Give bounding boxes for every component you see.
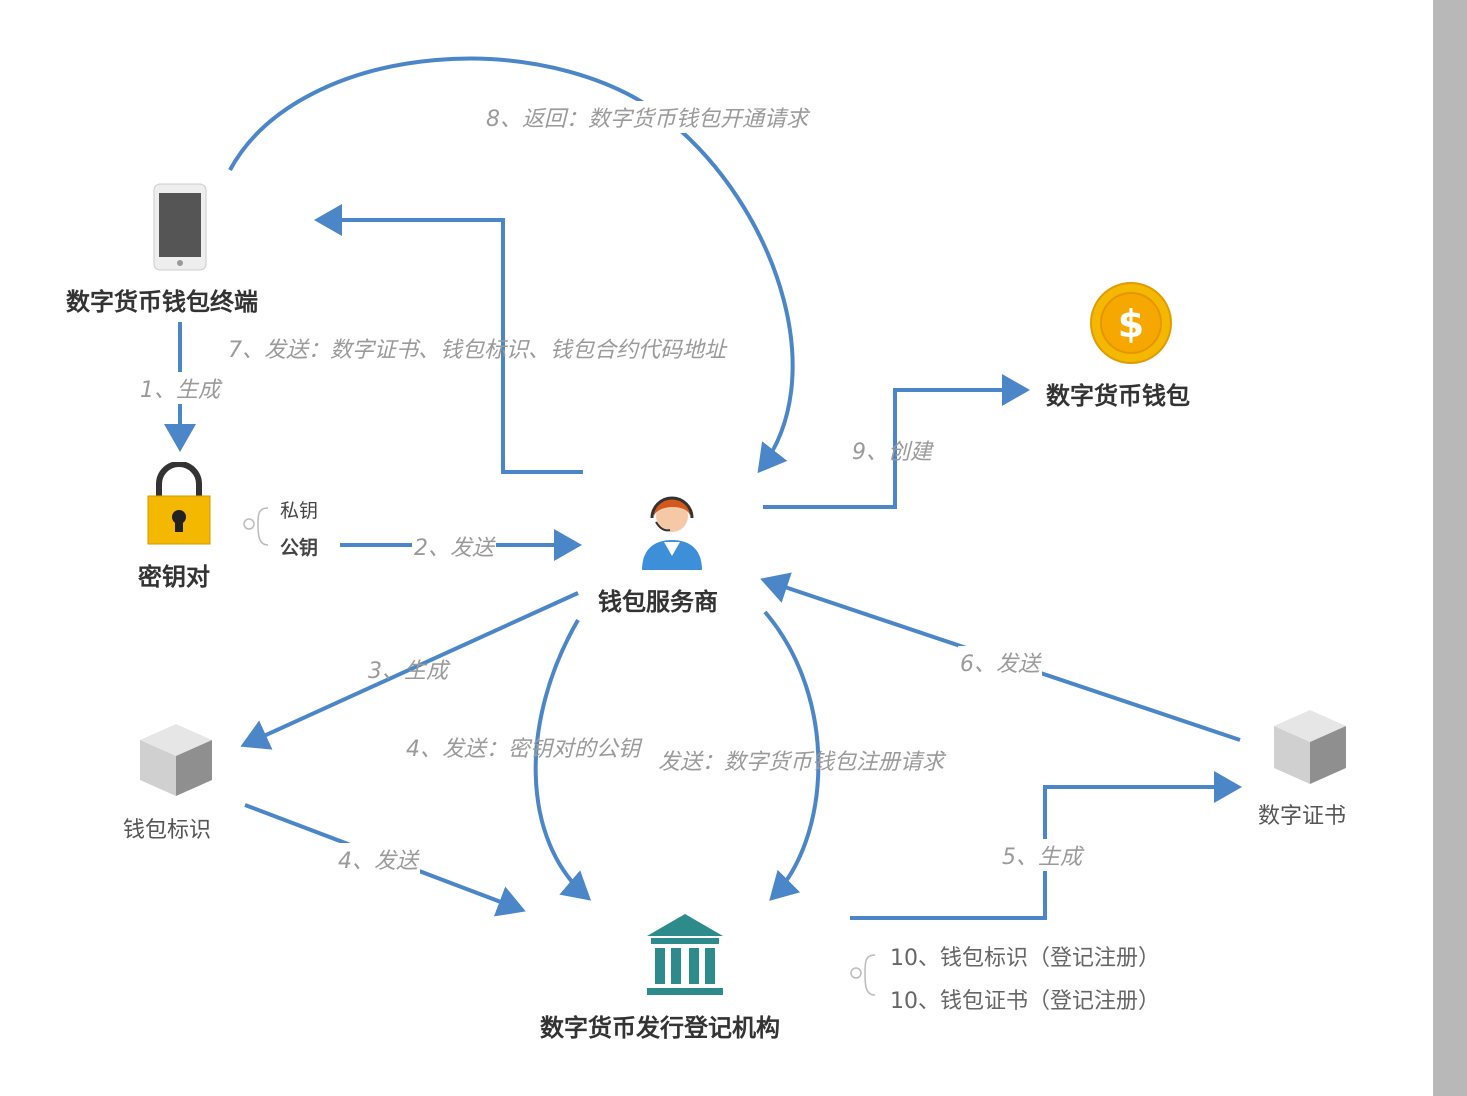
arrow-3-generate bbox=[240, 591, 579, 750]
edge-label-1: 1、生成 bbox=[138, 372, 222, 404]
cube-icon bbox=[140, 724, 212, 796]
keypair-bracket bbox=[257, 507, 269, 546]
edge-label-4c: 4、发送 bbox=[336, 843, 420, 875]
registration-item: 10、钱包标识（登记注册） bbox=[890, 946, 1160, 971]
edge-label-3: 3、生成 bbox=[368, 659, 448, 684]
node-digital-wallet: 数字货币钱包 bbox=[1046, 382, 1190, 410]
coin-icon: $ bbox=[1090, 282, 1172, 364]
edge-label-9: 9、创建 bbox=[852, 440, 932, 465]
node-wallet-terminal: 数字货币钱包终端 bbox=[66, 288, 258, 316]
registry-bracket bbox=[864, 954, 876, 996]
edge-label-5: 5、生成 bbox=[1000, 839, 1084, 871]
service-agent-icon bbox=[642, 496, 702, 570]
collapse-dot bbox=[850, 967, 862, 979]
arrow-4-pubkey bbox=[533, 618, 592, 901]
edge-label-4b: 发送：数字货币钱包注册请求 bbox=[658, 750, 945, 775]
edge-label-2: 2、发送 bbox=[412, 530, 496, 562]
bank-icon bbox=[647, 914, 723, 995]
collapse-dot bbox=[243, 518, 255, 530]
node-wallet-id: 钱包标识 bbox=[123, 818, 212, 843]
edge-label-8: 8、返回：数字货币钱包开通请求 bbox=[484, 101, 810, 133]
arrow-9-create bbox=[763, 374, 1030, 509]
node-wallet-provider: 钱包服务商 bbox=[598, 588, 718, 616]
scrollbar[interactable] bbox=[1433, 0, 1467, 1096]
node-registry: 数字货币发行登记机构 bbox=[540, 1014, 780, 1042]
arrow-4-register bbox=[763, 610, 821, 901]
lock-icon bbox=[147, 462, 211, 545]
edge-label-7: 7、发送：数字证书、钱包标识、钱包合约代码地址 bbox=[228, 338, 726, 363]
node-certificate: 数字证书 bbox=[1258, 804, 1347, 829]
edge-label-4a: 4、发送：密钥对的公钥 bbox=[406, 737, 640, 762]
node-keypair: 密钥对 bbox=[138, 563, 210, 591]
private-key-label: 私钥 bbox=[280, 500, 319, 522]
svg-text:$: $ bbox=[1118, 302, 1144, 346]
public-key-label: 公钥 bbox=[280, 537, 319, 559]
cube-icon bbox=[1274, 710, 1346, 784]
phone-icon bbox=[153, 183, 207, 271]
arrow-7-send bbox=[314, 204, 583, 474]
edge-label-6: 6、发送 bbox=[958, 646, 1042, 678]
registration-item: 10、钱包证书（登记注册） bbox=[890, 989, 1160, 1014]
